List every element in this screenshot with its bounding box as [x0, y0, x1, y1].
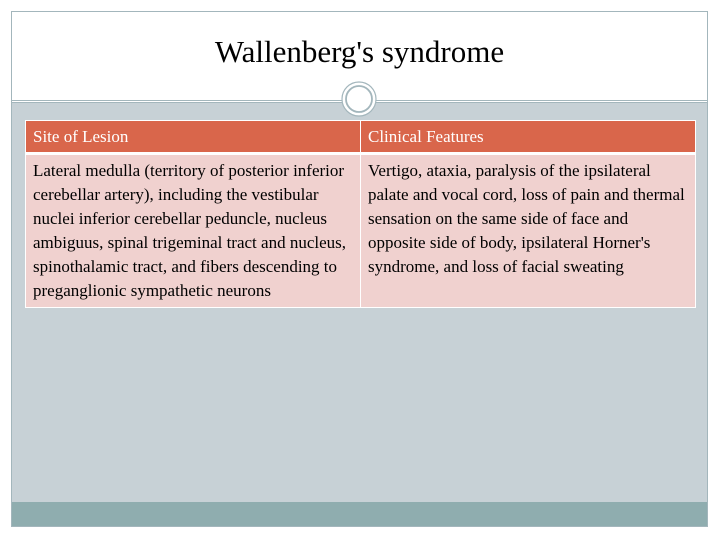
ring-ornament-icon: [341, 81, 377, 117]
bottom-band: [12, 502, 707, 526]
cell-clinical-features: Vertigo, ataxia, paralysis of the ipsila…: [360, 153, 696, 308]
slide-frame: Wallenberg's syndrome Site of Lesion Cli…: [11, 11, 708, 527]
cell-site-of-lesion: Lateral medulla (territory of posterior …: [25, 153, 361, 308]
header-site-of-lesion: Site of Lesion: [25, 120, 361, 155]
header-clinical-features: Clinical Features: [360, 120, 696, 155]
slide-title: Wallenberg's syndrome: [214, 34, 505, 69]
table-header-row: Site of Lesion Clinical Features: [25, 120, 696, 155]
table-row: Lateral medulla (territory of posterior …: [25, 153, 696, 308]
lesion-table: Site of Lesion Clinical Features Lateral…: [25, 120, 696, 308]
